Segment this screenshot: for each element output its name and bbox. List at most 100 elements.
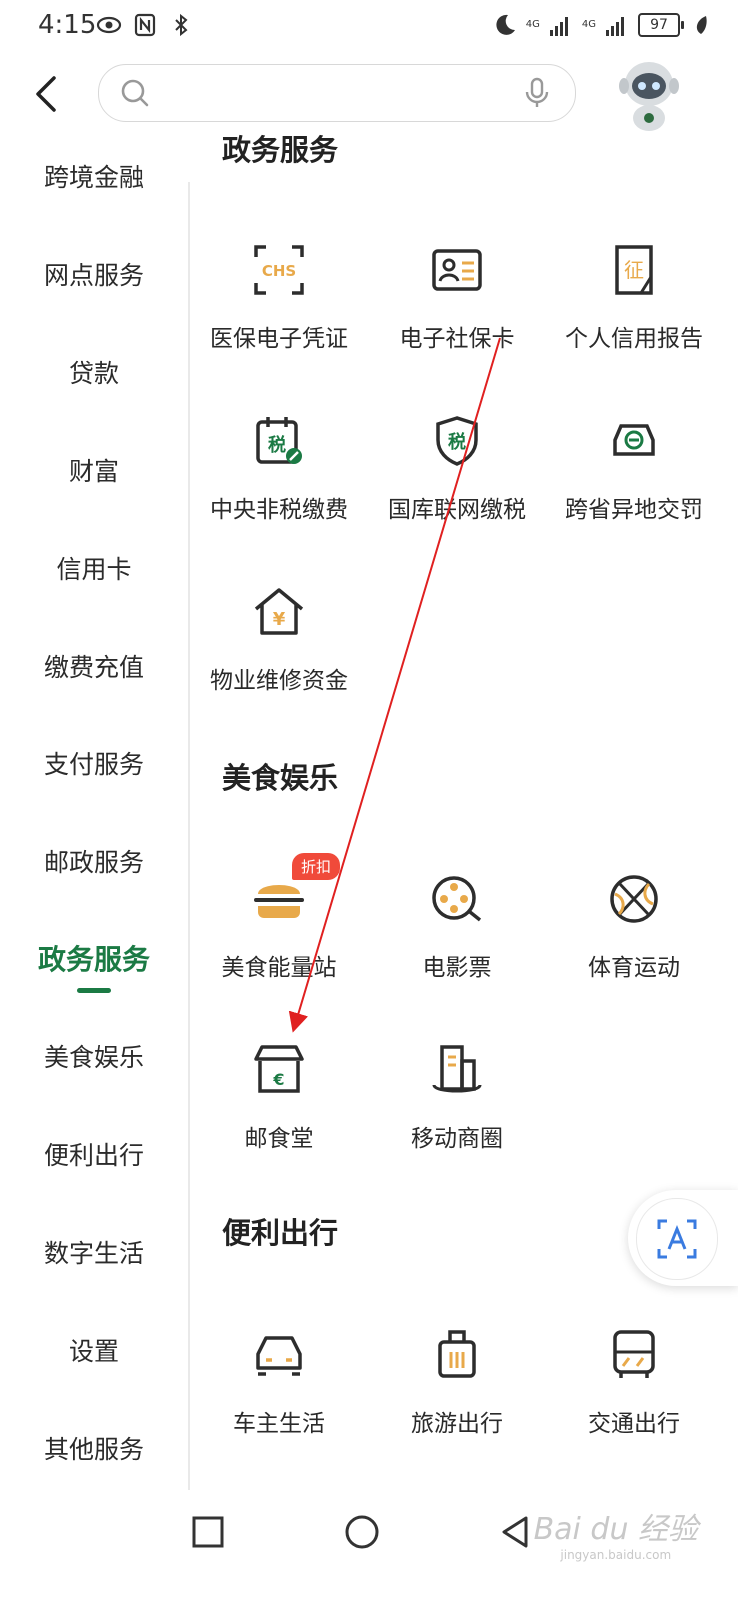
tile-label: 国库联网缴税 xyxy=(388,497,526,523)
sidebar-item-settings[interactable]: 设置 xyxy=(68,1337,119,1366)
translate-button-circle xyxy=(636,1198,718,1280)
service-tile-mobile-business-district[interactable]: 移动商圈 xyxy=(367,1043,547,1153)
baidu-watermark: Bai du 经验 jingyan.baidu.com xyxy=(534,1504,698,1562)
service-tile-transportation[interactable]: 交通出行 xyxy=(544,1328,724,1438)
service-tile-sports[interactable]: 体育运动 xyxy=(544,872,724,982)
svg-text:征: 征 xyxy=(624,258,644,282)
status-bar: 4:15 4G 4G 97 xyxy=(0,0,738,52)
watermark-sub: jingyan.baidu.com xyxy=(560,1548,672,1562)
status-time: 4:15 xyxy=(38,10,97,40)
tile-label: 中央非税缴费 xyxy=(210,497,348,523)
tax-shield-icon: 税 xyxy=(436,416,478,466)
back-triangle-icon[interactable] xyxy=(494,1510,538,1554)
search-input[interactable] xyxy=(161,75,505,111)
service-tile-treasury-tax[interactable]: 税 国库联网缴税 xyxy=(367,414,547,524)
basketball-icon xyxy=(610,875,658,923)
section-title-travel: 便利出行 xyxy=(222,1216,339,1250)
tile-label: 车主生活 xyxy=(233,1411,325,1437)
tax-calendar-icon: 税 xyxy=(256,417,302,464)
credit-report-icon: 征 xyxy=(615,245,653,295)
house-yen-icon: ¥ xyxy=(254,588,304,635)
sidebar-divider xyxy=(188,182,190,1490)
sidebar-item-food-entertainment[interactable]: 美食娱乐 xyxy=(43,1043,144,1072)
tile-label: 美食能量站 xyxy=(221,955,337,981)
tile-label: 交通出行 xyxy=(588,1411,680,1437)
section-title-government: 政务服务 xyxy=(222,133,339,167)
tile-label: 物业维修资金 xyxy=(210,668,348,694)
svg-text:税: 税 xyxy=(448,431,466,453)
film-reel-icon xyxy=(432,876,482,922)
tile-label: 电影票 xyxy=(422,955,492,981)
svg-text:€: € xyxy=(272,1070,284,1089)
signal-icon xyxy=(606,17,624,36)
sidebar-item-payment-service[interactable]: 支付服务 xyxy=(43,750,144,779)
recent-apps-icon[interactable] xyxy=(186,1510,230,1554)
svg-text:¥: ¥ xyxy=(273,609,286,630)
system-navigation-bar xyxy=(0,1490,738,1600)
sidebar-item-branch-service[interactable]: 网点服务 xyxy=(43,261,144,290)
sidebar-item-government-service[interactable]: 政务服务 xyxy=(0,938,188,993)
moon-icon xyxy=(496,14,515,35)
service-tile-movie-tickets[interactable]: 电影票 xyxy=(367,872,547,982)
category-sidebar: 跨境金融 网点服务 贷款 财富 信用卡 缴费充值 支付服务 邮政服务 政务服务 … xyxy=(0,130,190,1490)
watermark-text: Bai du 经验 xyxy=(533,1512,698,1547)
floating-translate-button[interactable] xyxy=(628,1190,738,1286)
network-label-1: 4G xyxy=(525,19,540,30)
sidebar-item-cross-border-finance[interactable]: 跨境金融 xyxy=(43,163,144,192)
service-tile-tourism-travel[interactable]: 旅游出行 xyxy=(367,1328,547,1438)
traffic-fine-car-icon xyxy=(613,424,655,456)
network-label-2: 4G xyxy=(581,19,596,30)
sidebar-item-credit-card[interactable]: 信用卡 xyxy=(56,555,132,584)
tile-label: 移动商圈 xyxy=(411,1126,503,1152)
svg-text:税: 税 xyxy=(268,434,286,456)
active-indicator xyxy=(77,988,111,993)
service-tile-property-maintenance-fund[interactable]: ¥ 物业维修资金 xyxy=(189,585,369,695)
tile-label: 旅游出行 xyxy=(411,1411,503,1437)
service-tile-social-security-card[interactable]: 电子社保卡 xyxy=(367,243,547,353)
home-icon[interactable] xyxy=(340,1510,384,1554)
nfc-icon xyxy=(134,13,156,37)
service-tile-food-energy-station[interactable]: 美食能量站 xyxy=(189,872,369,982)
robot-assistant-avatar[interactable] xyxy=(610,56,688,132)
medical-insurance-chs-icon: CHS xyxy=(254,245,304,295)
shop-icon: € xyxy=(254,1045,304,1093)
service-tile-cross-province-fines[interactable]: 跨省异地交罚 xyxy=(544,414,724,524)
tile-label: 个人信用报告 xyxy=(565,326,703,352)
sidebar-item-label: 政务服务 xyxy=(37,943,150,976)
sidebar-item-wealth[interactable]: 财富 xyxy=(68,457,119,486)
battery-indicator: 97 xyxy=(638,13,684,37)
text-recognition-icon xyxy=(657,1219,697,1259)
sidebar-item-convenient-travel[interactable]: 便利出行 xyxy=(43,1141,144,1170)
sidebar-item-loans[interactable]: 贷款 xyxy=(68,359,119,388)
search-bar[interactable] xyxy=(98,64,576,122)
service-tile-car-owner-life[interactable]: 车主生活 xyxy=(189,1328,369,1438)
status-icons-left xyxy=(96,12,194,38)
section-title-food: 美食娱乐 xyxy=(222,761,339,795)
service-tile-post-canteen[interactable]: € 邮食堂 xyxy=(189,1043,369,1153)
sidebar-item-postal-service[interactable]: 邮政服务 xyxy=(43,848,144,877)
signal-icon xyxy=(549,17,568,36)
bus-icon xyxy=(613,1330,655,1378)
eye-icon xyxy=(96,16,122,34)
service-tile-medical-insurance[interactable]: CHS 医保电子凭证 xyxy=(189,243,369,353)
luggage-icon xyxy=(438,1330,476,1378)
discount-badge: 折扣 xyxy=(292,853,341,880)
microphone-icon[interactable] xyxy=(523,77,551,109)
svg-text:CHS: CHS xyxy=(262,262,296,280)
tile-label: 体育运动 xyxy=(588,955,680,981)
service-tile-credit-report[interactable]: 征 个人信用报告 xyxy=(544,243,724,353)
sidebar-item-other-services[interactable]: 其他服务 xyxy=(43,1435,144,1464)
car-icon xyxy=(256,1336,302,1376)
sidebar-item-digital-life[interactable]: 数字生活 xyxy=(43,1239,144,1268)
social-security-card-icon xyxy=(432,249,482,291)
leaf-icon xyxy=(696,16,707,34)
tile-label: 跨省异地交罚 xyxy=(565,497,703,523)
tile-label: 医保电子凭证 xyxy=(210,326,348,352)
tile-label: 电子社保卡 xyxy=(399,326,515,352)
service-tile-central-nontax[interactable]: 税 中央非税缴费 xyxy=(189,414,369,524)
burger-icon xyxy=(254,885,304,918)
back-arrow-icon[interactable] xyxy=(28,74,68,114)
search-icon xyxy=(121,79,149,107)
sidebar-item-payments-topup[interactable]: 缴费充值 xyxy=(43,653,144,682)
bluetooth-icon xyxy=(175,13,188,37)
